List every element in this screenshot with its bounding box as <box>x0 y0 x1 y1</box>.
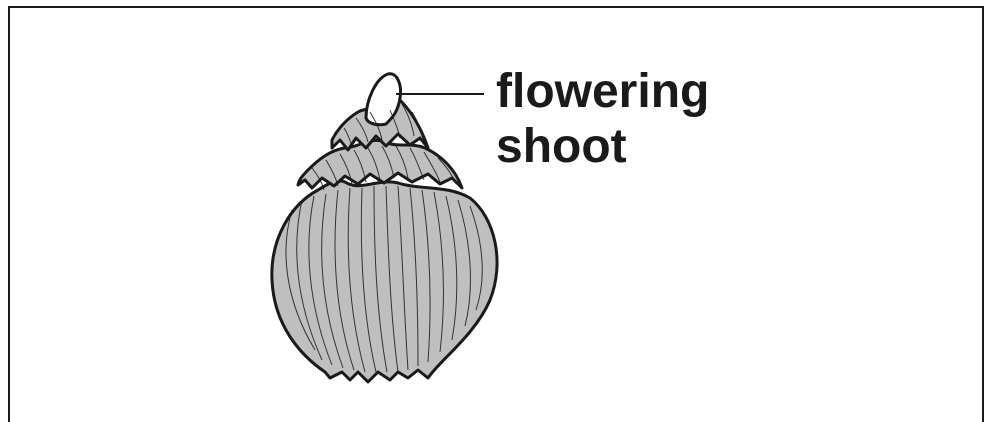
bulb <box>272 74 497 382</box>
bulb-middle-layer <box>298 140 462 188</box>
label-line-1: flowering <box>496 64 709 119</box>
flowering-shoot-label: flowering shoot <box>496 64 709 174</box>
label-line-2: shoot <box>496 119 709 174</box>
bulb-body <box>272 181 497 382</box>
